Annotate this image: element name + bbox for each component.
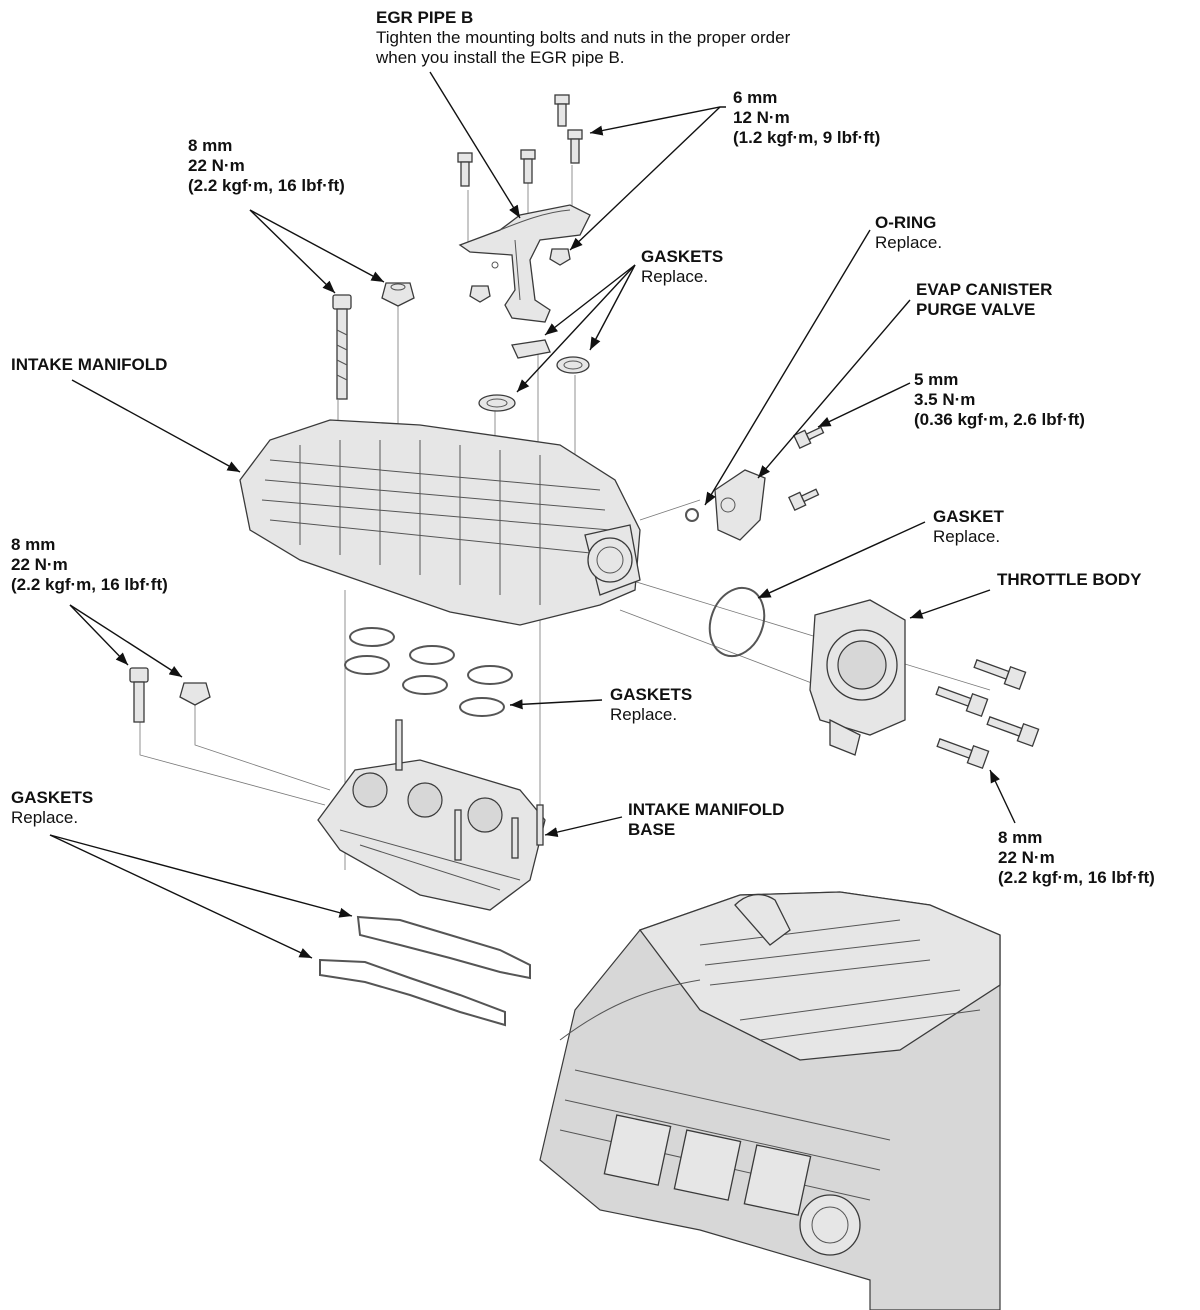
gasket-throttle-note: Replace. [933, 527, 1001, 546]
gaskets-egr-title: GASKETS [641, 247, 724, 266]
o-ring-label: O-RING Replace. [875, 213, 942, 253]
bolt-8mm-left-torque-label: 8 mm 22 N·m (2.2 kgf·m, 16 lbf·ft) [11, 535, 168, 595]
o-ring-note: Replace. [875, 233, 943, 252]
throttle-body-gasket [708, 586, 766, 658]
gasket-throttle-label: GASKET Replace. [933, 507, 1004, 547]
manifold-bolt-8mm [332, 294, 352, 400]
egr-pipe-b-note-line1: Tighten the mounting bolts and nuts in t… [376, 28, 791, 47]
gaskets-lower-label: GASKETS Replace. [11, 788, 93, 828]
egr-mounting-bolts [457, 94, 583, 303]
evap-valve-title-line1: EVAP CANISTER [916, 280, 1053, 299]
throttle-body-title: THROTTLE BODY [997, 570, 1142, 589]
intake-manifold-base-label: INTAKE MANIFOLD BASE [628, 800, 784, 840]
bolt-6mm-torque: 12 N·m [733, 108, 790, 127]
manifold-nut-8mm [381, 282, 415, 307]
gaskets-egr-note: Replace. [641, 267, 709, 286]
egr-pipe-b [458, 204, 591, 323]
gasket-throttle-title: GASKET [933, 507, 1004, 526]
evap-canister-purge-valve [714, 469, 766, 541]
purge-valve-bolts-5mm [788, 426, 825, 512]
gaskets-lower-note: Replace. [11, 808, 79, 827]
intake-manifold [239, 419, 641, 626]
bolt-8mm-left-size: 8 mm [11, 535, 56, 554]
bolt-8mm-throttle-torque: 22 N·m [998, 848, 1055, 867]
intake-manifold-label: INTAKE MANIFOLD [11, 355, 167, 375]
gaskets-egr-label: GASKETS Replace. [641, 247, 723, 287]
egr-gaskets [478, 339, 590, 412]
egr-pipe-b-label: EGR PIPE B Tighten the mounting bolts an… [376, 8, 790, 68]
bolt-8mm-throttle-torque-alt: (2.2 kgf·m, 16 lbf·ft) [998, 868, 1155, 887]
base-bolt-8mm [129, 667, 149, 723]
lower-manifold-gaskets [319, 915, 531, 1027]
bolt-8mm-top-torque: 22 N·m [188, 156, 245, 175]
bolt-6mm-torque-alt: (1.2 kgf·m, 9 lbf·ft) [733, 128, 881, 147]
evap-canister-purge-valve-label: EVAP CANISTER PURGE VALVE [916, 280, 1052, 320]
throttle-body-label: THROTTLE BODY [997, 570, 1142, 590]
bolt-8mm-left-torque: 22 N·m [11, 555, 68, 574]
gaskets-runner-label: GASKETS Replace. [610, 685, 692, 725]
throttle-body [809, 599, 906, 756]
bolt-8mm-top-size: 8 mm [188, 136, 233, 155]
bolt-8mm-left-torque-alt: (2.2 kgf·m, 16 lbf·ft) [11, 575, 168, 594]
engine-assembly-illustration [539, 891, 1001, 1310]
egr-pipe-b-note-line2: when you install the EGR pipe B. [376, 48, 625, 67]
leader-lines [49, 71, 1016, 959]
runner-gaskets [344, 627, 513, 717]
bolt-5mm-size: 5 mm [914, 370, 959, 389]
throttle-body-bolts-8mm [935, 659, 1040, 770]
intake-manifold-base-title-line2: BASE [628, 820, 676, 839]
evap-valve-title-line2: PURGE VALVE [916, 300, 1036, 319]
intake-manifold-base-title-line1: INTAKE MANIFOLD [628, 800, 785, 819]
gaskets-runner-title: GASKETS [610, 685, 693, 704]
intake-manifold-title: INTAKE MANIFOLD [11, 355, 168, 374]
o-ring [685, 508, 699, 522]
bolt-5mm-torque-label: 5 mm 3.5 N·m (0.36 kgf·m, 2.6 lbf·ft) [914, 370, 1085, 430]
bolt-6mm-torque-label: 6 mm 12 N·m (1.2 kgf·m, 9 lbf·ft) [733, 88, 880, 148]
base-nut-8mm [179, 682, 211, 706]
bolt-8mm-throttle-size: 8 mm [998, 828, 1043, 847]
o-ring-title: O-RING [875, 213, 937, 232]
gaskets-lower-title: GASKETS [11, 788, 94, 807]
egr-pipe-b-title: EGR PIPE B [376, 8, 474, 27]
bolt-8mm-top-torque-alt: (2.2 kgf·m, 16 lbf·ft) [188, 176, 345, 195]
intake-manifold-base [317, 719, 546, 911]
bolt-8mm-throttle-torque-label: 8 mm 22 N·m (2.2 kgf·m, 16 lbf·ft) [998, 828, 1155, 888]
bolt-5mm-torque-alt: (0.36 kgf·m, 2.6 lbf·ft) [914, 410, 1085, 429]
bolt-5mm-torque: 3.5 N·m [914, 390, 976, 409]
bolt-8mm-top-torque-label: 8 mm 22 N·m (2.2 kgf·m, 16 lbf·ft) [188, 136, 345, 196]
gaskets-runner-note: Replace. [610, 705, 678, 724]
bolt-6mm-size: 6 mm [733, 88, 778, 107]
